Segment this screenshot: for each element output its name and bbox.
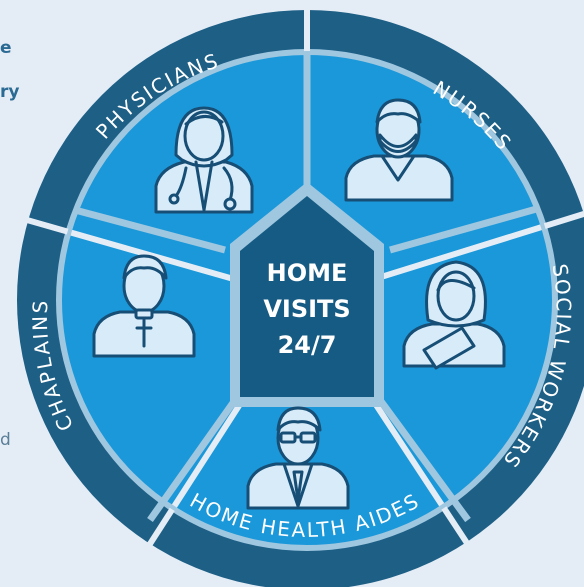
clipped-text-line-1: e [0,38,12,58]
home-health-aide-icon [246,406,350,510]
hub-house [240,196,374,397]
physician-icon [154,106,254,214]
clipped-text-line-2: ry [0,82,20,102]
chaplain-icon [92,254,196,358]
hub-line-3: 24/7 [278,331,337,359]
nurse-icon [344,98,454,202]
hub-line-2: VISITS [263,295,350,323]
hub-line-1: HOME [267,259,348,287]
clipped-text-line-3: d [0,430,11,450]
social-worker-icon [402,260,506,370]
